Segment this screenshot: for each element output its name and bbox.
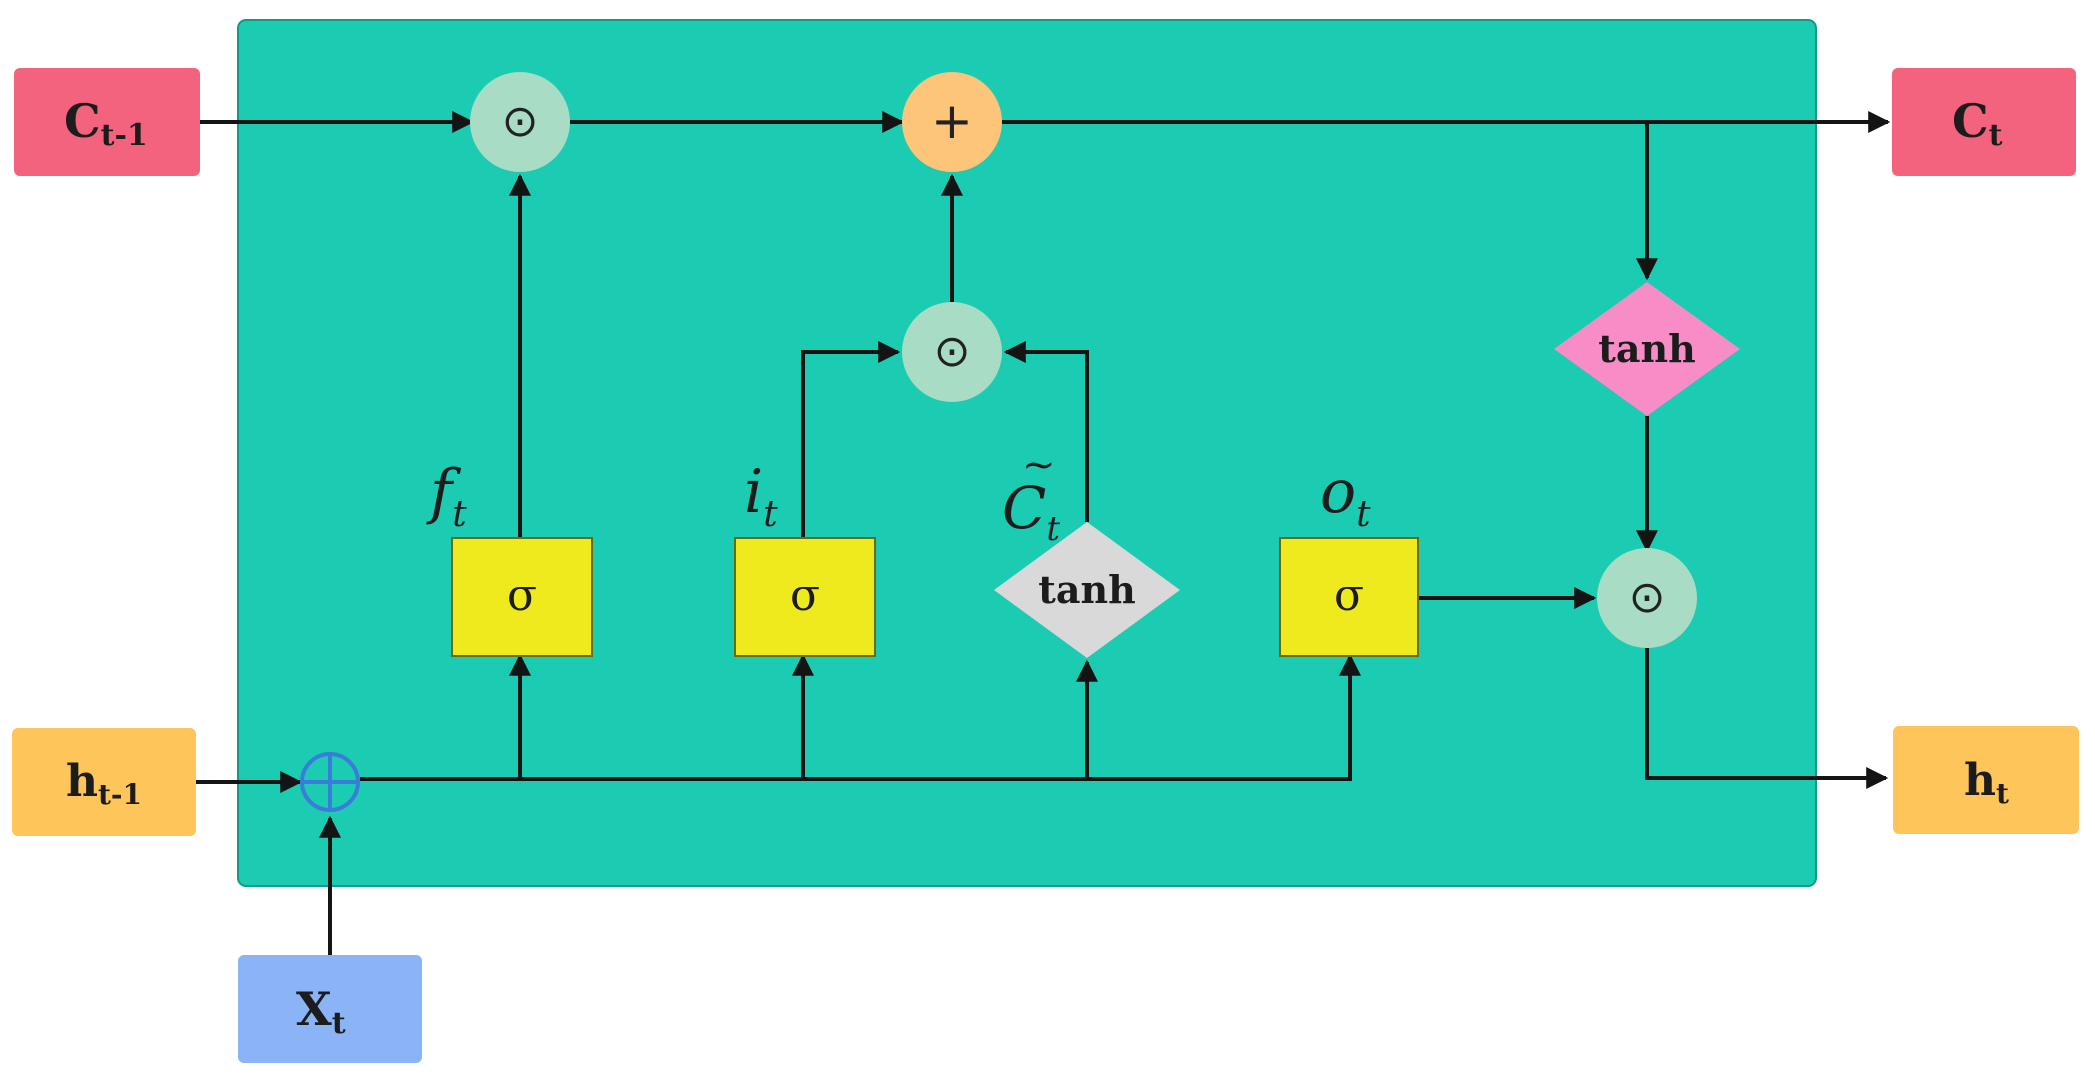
output-multiply-node: ⊙ <box>1597 548 1697 648</box>
add-node: + <box>902 72 1002 172</box>
cell-state-tanh: tanh <box>1554 282 1740 416</box>
svg-text:ht: ht <box>1964 755 2009 810</box>
add-symbol: + <box>931 92 973 150</box>
candidate-tanh-label: tanh <box>1038 567 1135 612</box>
wire-concat-bus <box>360 653 1361 781</box>
ct-box: Ct <box>1892 68 2076 176</box>
svg-text:Ct: Ct <box>1952 94 2003 153</box>
candidate-tilde: ~ <box>1022 442 1056 488</box>
ht-sub-label: t <box>1996 777 2009 810</box>
output-gate-sigma: σ <box>1334 570 1364 621</box>
xt-sub-label: t <box>332 1006 346 1041</box>
xt-main-label: X <box>296 982 332 1036</box>
forget-gate: σ ft <box>426 457 593 657</box>
lstm-cell-body <box>237 19 1817 887</box>
concat-node <box>300 752 360 812</box>
cprev-box: Ct-1 <box>14 68 200 176</box>
output-multiply-symbol: ⊙ <box>1629 572 1666 623</box>
candidate-tanh: tanh Ct ~ <box>994 442 1180 658</box>
output-gate-label: ot <box>1320 457 1371 535</box>
ht-box: ht <box>1893 726 2079 834</box>
cprev-sub-label: t-1 <box>101 118 148 153</box>
forget-multiply-node: ⊙ <box>470 72 570 172</box>
ct-main-label: C <box>1952 94 1989 148</box>
hprev-sub-label: t-1 <box>98 778 142 811</box>
svg-text:Xt: Xt <box>296 982 346 1041</box>
hprev-main-label: h <box>66 756 98 807</box>
xt-box: Xt <box>238 955 422 1063</box>
wire-candidate-to-mult <box>1003 341 1089 522</box>
input-gate: σ it <box>734 457 876 657</box>
wire-output-mult-to-ht <box>1645 648 1889 789</box>
ht-main-label: h <box>1964 755 1996 806</box>
forget-multiply-symbol: ⊙ <box>502 96 539 147</box>
output-gate: σ ot <box>1279 457 1419 657</box>
connections <box>196 111 1891 955</box>
wire-input-gate-to-mult <box>801 341 901 538</box>
svg-text:ht-1: ht-1 <box>66 756 142 811</box>
cprev-main-label: C <box>64 94 101 148</box>
cell-tanh-label: tanh <box>1598 326 1695 371</box>
input-multiply-node: ⊙ <box>902 302 1002 402</box>
candidate-label: Ct <box>1002 474 1060 549</box>
input-multiply-symbol: ⊙ <box>934 326 971 377</box>
svg-text:Ct-1: Ct-1 <box>64 94 148 153</box>
forget-gate-sigma: σ <box>507 570 537 621</box>
ct-sub-label: t <box>1989 118 2003 153</box>
input-gate-sigma: σ <box>790 570 820 621</box>
hprev-box: ht-1 <box>12 728 196 836</box>
input-gate-label: it <box>744 457 778 535</box>
